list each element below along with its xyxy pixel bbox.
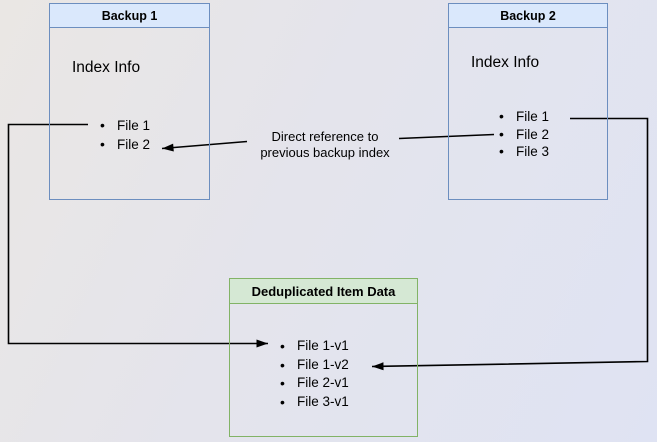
dedup-header: Deduplicated Item Data [230,279,417,304]
list-item: File 1-v1 [280,337,349,356]
backup1-header: Backup 1 [50,4,209,28]
edge-label-line2: previous backup index [260,144,390,160]
backup2-node: Backup 2 Index Info File 1 File 2 File 3 [448,3,608,200]
backup1-index-info-label: Index Info [72,59,141,76]
edge-label-line1: Direct reference to [271,129,379,144]
backup1-node: Backup 1 Index Info File 1 File 2 [49,3,210,200]
list-item: File 1-v2 [280,356,349,375]
backup2-index-info-label: Index Info [471,54,540,71]
dedup-title: Deduplicated Item Data [251,283,396,299]
list-item: File 2 [499,126,549,144]
backup2-header: Backup 2 [449,4,607,28]
backup1-title: Backup 1 [101,8,158,23]
edge-label-direct-reference: Direct reference to previous backup inde… [245,129,405,160]
backup1-file-list: File 1 File 2 [100,116,150,154]
list-item: File 2 [100,135,150,154]
backup2-title: Backup 2 [500,8,556,23]
dedup-file-list: File 1-v1 File 1-v2 File 2-v1 File 3-v1 [280,337,349,412]
list-item: File 3-v1 [280,393,349,412]
list-item: File 2-v1 [280,374,349,393]
list-item: File 1 [499,108,549,126]
backup2-file-list: File 1 File 2 File 3 [499,108,549,161]
list-item: File 3 [499,143,549,161]
dedup-node: Deduplicated Item Data File 1-v1 File 1-… [229,278,418,437]
list-item: File 1 [100,116,150,135]
